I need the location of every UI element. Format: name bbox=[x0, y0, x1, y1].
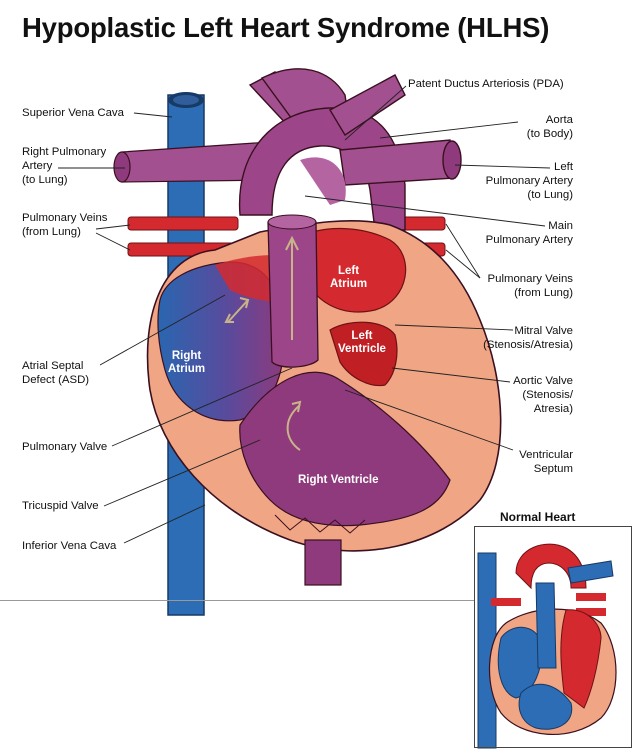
label-aorta: Aorta (to Body) bbox=[526, 114, 573, 140]
label-pulmonary-veins-left: Pulmonary Veins (from Lung) bbox=[22, 212, 108, 238]
label-aortic-valve: Aortic Valve (Stenosis/ Atresia) bbox=[513, 375, 573, 415]
label-pulmonary-valve: Pulmonary Valve bbox=[22, 441, 108, 453]
left-atrium bbox=[299, 227, 407, 313]
divider-line bbox=[0, 600, 474, 601]
label-left-pulmonary-artery: Left Pulmonary Artery (to Lung) bbox=[485, 161, 573, 201]
diagram-title: Hypoplastic Left Heart Syndrome (HLHS) bbox=[22, 12, 550, 43]
label-atrial-septal-defect: Atrial Septal Defect (ASD) bbox=[22, 360, 90, 386]
flow-arrows bbox=[224, 235, 302, 451]
normal-heart-frame bbox=[474, 526, 632, 748]
chamber-label-left-atrium: Left Atrium bbox=[330, 265, 368, 290]
normal-heart-illustration bbox=[477, 543, 617, 749]
leader-lines bbox=[58, 85, 551, 544]
label-pulmonary-veins-right: Pulmonary Veins (from Lung) bbox=[487, 273, 573, 299]
normal-heart-title: Normal Heart bbox=[500, 510, 576, 524]
label-mitral-valve: Mitral Valve (Stenosis/Atresia) bbox=[483, 325, 573, 351]
great-vessels bbox=[238, 68, 462, 231]
right-ventricle bbox=[239, 371, 451, 527]
label-tricuspid-valve: Tricuspid Valve bbox=[22, 500, 99, 512]
pulmonary-veins-left bbox=[127, 216, 239, 257]
label-patent-ductus-arteriosus: Patent Ductus Arteriosis (PDA) bbox=[408, 78, 564, 90]
chamber-label-right-ventricle: Right Ventricle bbox=[298, 474, 379, 486]
chamber-label-left-ventricle: Left Ventricle bbox=[338, 330, 386, 355]
label-superior-vena-cava: Superior Vena Cava bbox=[22, 107, 124, 119]
chamber-label-right-atrium: Right Atrium bbox=[168, 350, 206, 375]
label-right-pulmonary-artery: Right Pulmonary Artery (to Lung) bbox=[22, 146, 107, 186]
descending-aorta bbox=[304, 539, 342, 586]
label-main-pulmonary-artery: Main Pulmonary Artery bbox=[485, 220, 573, 246]
label-ventricular-septum: Ventricular Septum bbox=[519, 449, 573, 475]
left-ventricle bbox=[329, 321, 398, 387]
label-inferior-vena-cava: Inferior Vena Cava bbox=[22, 540, 117, 552]
